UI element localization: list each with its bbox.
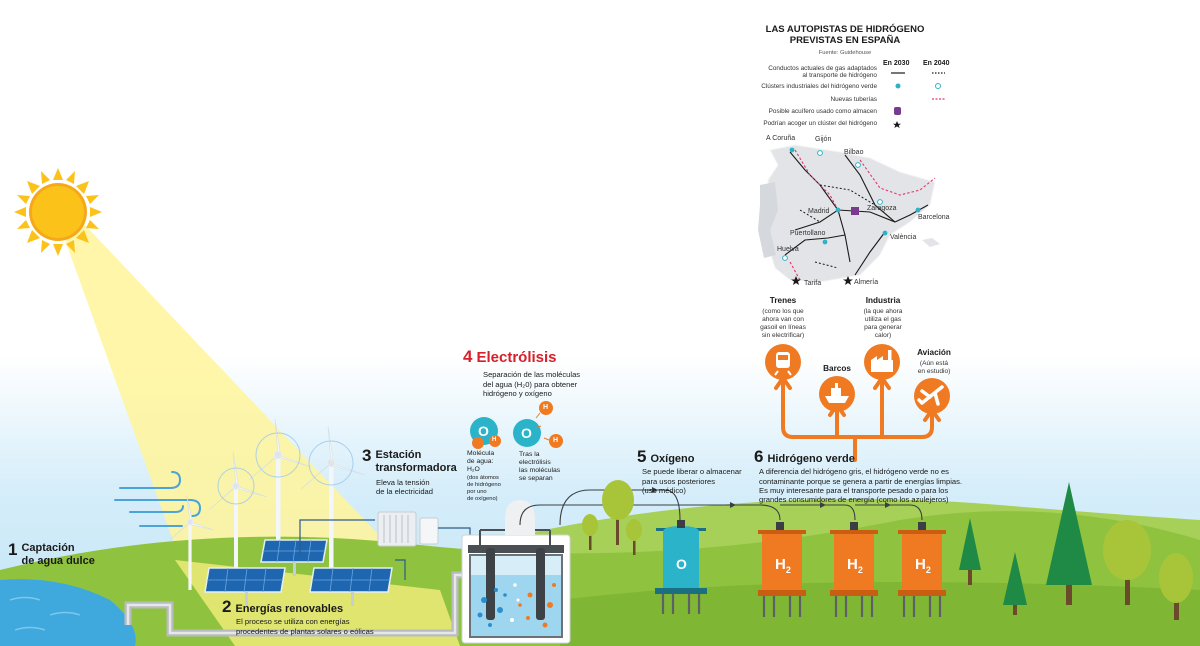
- city-label: Gijón: [815, 136, 832, 143]
- factory-icon: [864, 344, 900, 380]
- use-title: Trenes: [769, 296, 797, 305]
- step-description: El proceso se utiliza con energías proce…: [236, 617, 374, 636]
- step-title: Captación de agua dulce: [21, 542, 95, 567]
- water-molecule-icon: [470, 401, 563, 449]
- step-title: Oxígeno: [650, 453, 695, 465]
- molecule-oxygen-symbol-2: O: [521, 425, 532, 441]
- use-description: (Aún está en estudio): [917, 359, 951, 375]
- h-letter: H: [915, 556, 926, 573]
- city-label: Huelva: [777, 246, 799, 253]
- step-description: Separación de las moléculas del agua (H₂…: [483, 370, 581, 398]
- step-number: 1: [8, 540, 18, 559]
- use-industria: Industria (la que ahora utiliza el gas p…: [847, 296, 919, 339]
- use-barcos: Barcos: [807, 364, 867, 376]
- city-label: Puertollano: [790, 230, 826, 237]
- after-electrolysis-label: Tras la electrólisis las moléculas se se…: [519, 451, 561, 483]
- train-icon: [765, 344, 801, 380]
- wind-turbine-icon: [169, 418, 366, 590]
- electrolysis-dome: [505, 500, 535, 535]
- step-number: 4: [463, 347, 473, 366]
- map-source: Fuente: Guidehouse: [818, 50, 872, 56]
- step-number: 2: [222, 597, 232, 616]
- city-label: Zaragoza: [867, 205, 897, 212]
- legend-clusters: Clústers industriales del hidrógeno verd…: [761, 83, 877, 90]
- use-title: Barcos: [823, 364, 851, 373]
- sun-icon: [14, 168, 102, 256]
- map-title: LAS AUTOPISTAS DE HIDRÓGENO PREVISTAS EN…: [765, 24, 925, 46]
- step-1: 1 Captación de agua dulce: [8, 540, 95, 569]
- sub-two: 2: [925, 565, 931, 575]
- plane-icon: [914, 378, 950, 414]
- transformer-icon: [377, 511, 439, 547]
- use-aviacion: Aviación (Aún está en estudio): [902, 348, 966, 376]
- solar-panel-icon: [204, 539, 393, 606]
- use-title: Aviación: [917, 348, 951, 357]
- oxygen-tank-icon: [655, 520, 707, 614]
- city-label: Tarifa: [804, 280, 822, 287]
- step-description: Se puede liberar o almacenar para usos p…: [642, 467, 742, 495]
- step-3: 3 Estación transformadora Eleva la tensi…: [362, 446, 457, 496]
- molecule-hydrogen-symbol-2: H: [543, 404, 549, 411]
- legend-possible-cluster: Podrían acoger un clúster del hidrógeno: [763, 120, 877, 127]
- aquifer-icon: [894, 107, 901, 115]
- molecule-note: (dos átomos de hidrógeno por uno de oxíg…: [467, 475, 501, 503]
- molecule-hydrogen-symbol: H: [492, 437, 497, 443]
- hydrogen-tank-icon: [758, 522, 946, 617]
- step-number: 3: [362, 446, 372, 465]
- city-label: Madrid: [808, 208, 830, 215]
- legend-existing-pipes: Conductos actuales de gas adaptados al t…: [768, 65, 877, 79]
- star-icon: [791, 121, 901, 285]
- molecule-title: Molécula de agua: H₂O: [467, 450, 495, 474]
- hydrogen-tank-symbol-2: H2: [847, 556, 863, 575]
- city-label: Barcelona: [918, 214, 950, 221]
- hydrogen-tank-symbol-1: H2: [775, 556, 791, 575]
- h-letter: H: [775, 556, 786, 573]
- sun-beam: [55, 212, 460, 646]
- legend-col-2040: En 2040: [923, 60, 950, 67]
- city-label: A Coruña: [766, 135, 796, 142]
- step-title: Hidrógeno verde: [767, 453, 855, 465]
- legend-col-2030: En 2030: [883, 60, 910, 67]
- step-description: Eleva la tensión de la electricidad: [376, 478, 433, 497]
- oxygen-tank-symbol: O: [676, 556, 687, 572]
- step-number: 5: [637, 447, 647, 466]
- step-description: A diferencia del hidrógeno gris, el hidr…: [759, 467, 963, 504]
- legend-new-pipes: Nuevas tuberías: [830, 96, 877, 103]
- step-title: Electrólisis: [476, 349, 557, 366]
- molecule-hydrogen-symbol-3: H: [553, 437, 559, 444]
- wind-swirl-icon: [114, 471, 202, 527]
- use-title: Industria: [865, 296, 901, 305]
- city-label: València: [890, 234, 917, 241]
- hydrogen-tank-symbol-3: H2: [915, 556, 931, 575]
- step-number: 6: [754, 447, 764, 466]
- ground-front: [560, 582, 1200, 646]
- step-title: Estación transformadora: [375, 449, 457, 474]
- legend-aquifer: Posible acuífero usado como almacen: [768, 108, 877, 115]
- legend-symbols: [891, 72, 945, 115]
- electrolyzer-icon: [461, 529, 571, 644]
- use-description: (como los que ahora van con gasoil en lí…: [760, 307, 806, 339]
- ship-icon: [819, 376, 855, 412]
- step-title: Energías renovables: [235, 603, 344, 615]
- molecule-label: Molécula de agua: H₂O (dos átomos de hid…: [467, 450, 501, 503]
- city-label: Almería: [854, 279, 879, 286]
- h-letter: H: [847, 556, 858, 573]
- use-description: (la que ahora utiliza el gas para genera…: [863, 307, 903, 339]
- spain-hydrogen-map: [758, 144, 940, 283]
- power-line: [299, 519, 406, 580]
- use-trenes: Trenes (como los que ahora van con gasoi…: [748, 296, 818, 339]
- tree-icon: [582, 480, 1193, 620]
- city-label: Bilbao: [844, 149, 864, 156]
- molecule-oxygen-symbol: O: [478, 423, 489, 439]
- sub-two: 2: [785, 565, 791, 575]
- sub-two: 2: [857, 565, 863, 575]
